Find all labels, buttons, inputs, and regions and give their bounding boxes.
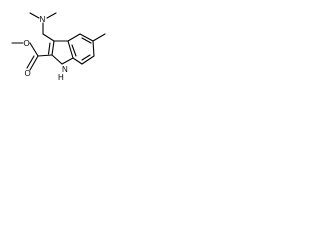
bond-c2-carbonyl [37,54,53,57]
bond-carbonyl-oester [29,42,39,57]
indole-hydrogen-label: H [58,73,64,82]
chemical-structure: N O O N H [11,12,106,82]
bond-c3a-c4 [67,33,81,42]
bond-c4-c5 [79,33,94,42]
indole-nitrogen-label: N [62,65,68,74]
ester-oxygen-label: O [24,39,30,48]
bond-methyl1-n [29,12,40,19]
structure-canvas: N O O N H [0,0,119,105]
bond-c3a-c7a [67,40,74,59]
bond-c4-c5-double [81,37,92,44]
bond-c2-n1 [51,54,63,65]
bond-carbonyl-o [29,55,39,71]
bond-c3-c2 [51,40,55,56]
bond-ch2-c3 [42,33,55,42]
amine-nitrogen-label: N [40,15,46,24]
bond-c3a-c7a-double [71,44,77,57]
bond-c7-c7a [72,57,83,65]
bond-c5-methyl [92,33,106,42]
bond-c5-c6 [92,40,95,57]
bond-n1-c7a [61,57,74,65]
bond-c6-c7-double [81,54,91,61]
bond-carbonyl-o-double [26,55,35,69]
bond-c6-c7 [81,55,95,65]
bond-n-methyl2 [46,12,57,19]
bond-c3-c2-double [47,42,51,55]
carbonyl-oxygen-label: O [25,69,31,78]
